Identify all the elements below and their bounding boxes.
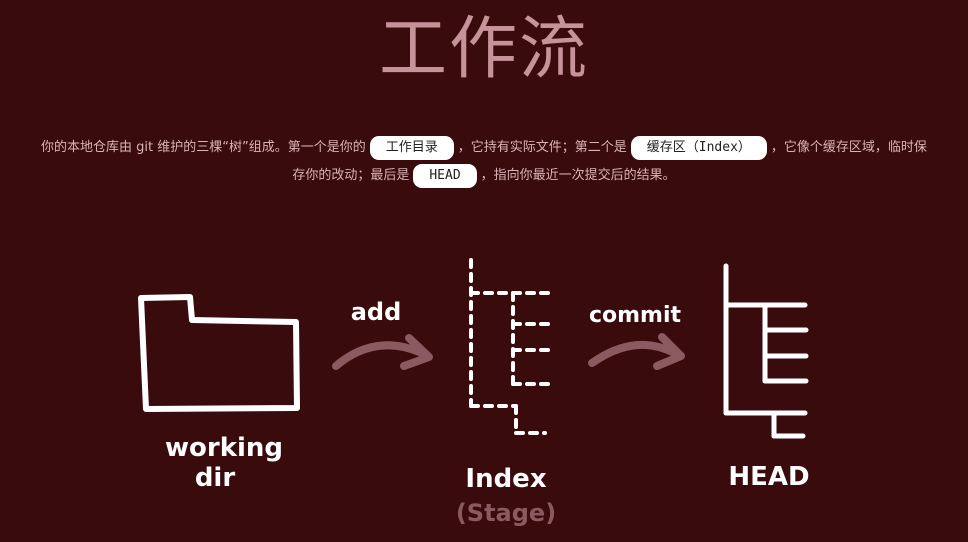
working-dir-label-line2: dir — [195, 463, 236, 493]
intro-text-3: ，它像个缓存区域，临时保 — [770, 140, 927, 155]
add-arrow-icon — [332, 341, 428, 370]
intro-text-1: 你的本地仓库由 git 维护的三棵“树”组成。第一个是你的 — [41, 140, 366, 155]
head-label: HEAD — [728, 462, 809, 492]
add-label: add — [351, 298, 402, 326]
commit-label: commit — [589, 303, 682, 328]
folder-icon — [138, 294, 300, 412]
intro-text-4: 存你的改动；最后是 — [292, 168, 410, 183]
intro-text-5: ，指向你最近一次提交后的结果。 — [480, 168, 676, 183]
add-arrowhead-icon — [400, 334, 433, 370]
index-badge: 缓存区（Index） — [630, 135, 767, 160]
intro-line-1: 你的本地仓库由 git 维护的三棵“树”组成。第一个是你的工作目录，它持有实际文… — [0, 134, 968, 162]
index-label: Index — [465, 464, 546, 494]
commit-arrow-icon — [588, 340, 680, 367]
intro-paragraph: 你的本地仓库由 git 维护的三棵“树”组成。第一个是你的工作目录，它持有实际文… — [0, 134, 968, 190]
index-sublabel: (Stage) — [456, 499, 556, 527]
working-dir-badge: 工作目录 — [369, 135, 454, 160]
intro-text-2: ，它持有实际文件；第二个是 — [457, 140, 627, 155]
head-badge: HEAD — [413, 163, 477, 188]
page-title: 工作流 — [378, 10, 589, 89]
head-tree-icon — [723, 263, 809, 439]
working-dir-label-line1: working — [165, 433, 283, 463]
commit-arrowhead-icon — [653, 333, 685, 370]
index-tree-icon — [469, 258, 555, 435]
